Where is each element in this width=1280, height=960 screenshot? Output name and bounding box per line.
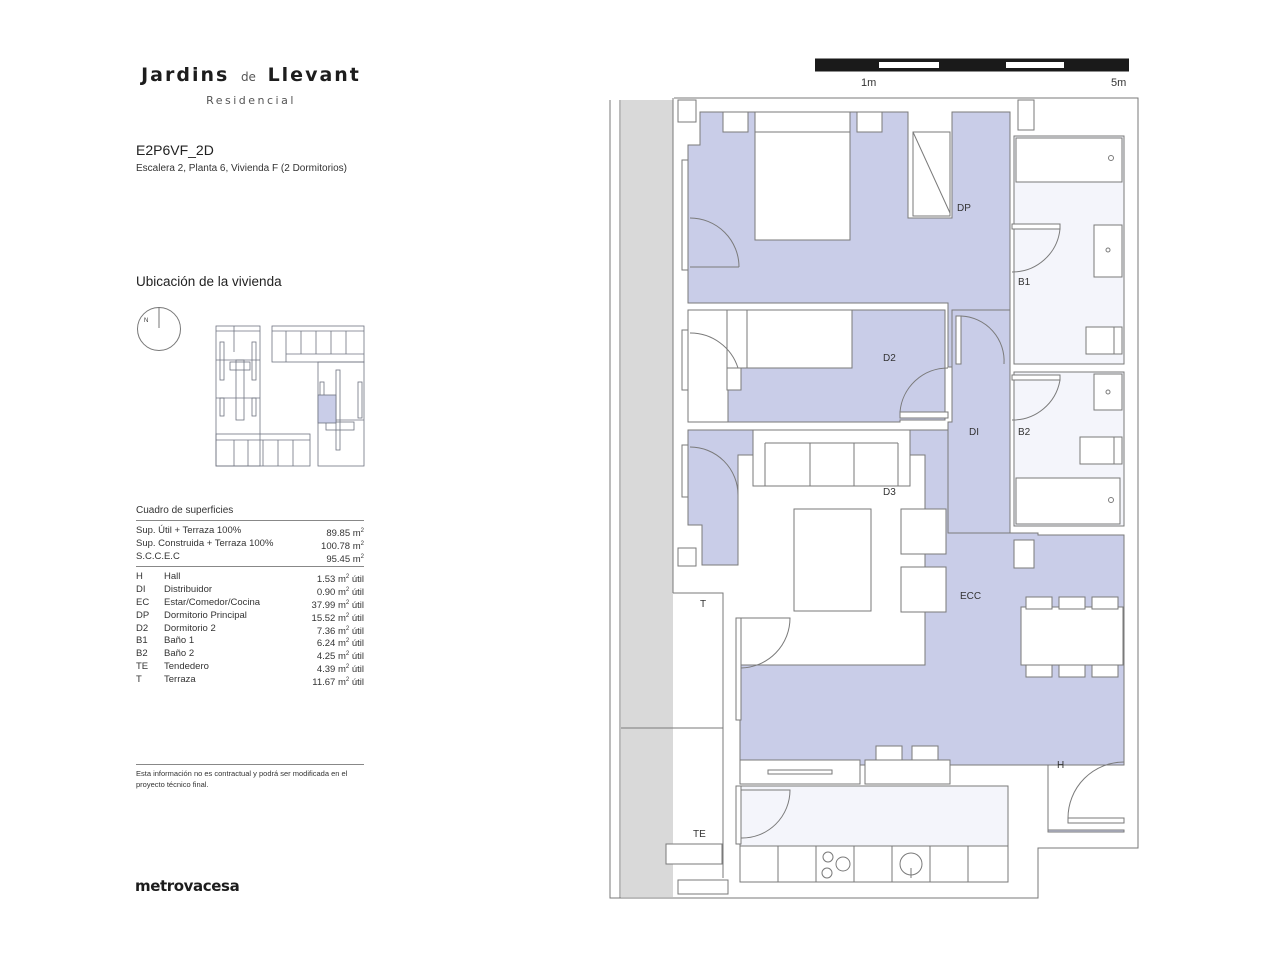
- total-row: Sup. Útil + Terraza 100% 89.85 m2: [136, 525, 364, 539]
- developer-logo: metrovacesa: [135, 877, 240, 895]
- brand-name: Jardins de Llevant: [136, 64, 366, 86]
- divider: [136, 566, 364, 568]
- scale-bar: [815, 58, 1129, 72]
- room-tendedero: [739, 785, 1009, 847]
- unit-code: E2P6VF_2D: [136, 142, 214, 158]
- label-ecc: ECC: [960, 591, 982, 602]
- compass-north-label: N: [144, 318, 148, 324]
- total-value: 95.45 m2: [326, 553, 364, 565]
- surface-table-title: Cuadro de superficies: [136, 505, 234, 516]
- total-label: Sup. Construida + Terraza 100%: [136, 537, 274, 549]
- label-t: T: [700, 599, 707, 610]
- scale-label-start: 1m: [861, 77, 877, 89]
- room-estar-comedor-cocina: [739, 429, 1125, 833]
- label-h: H: [1057, 760, 1065, 771]
- divider: [136, 520, 364, 521]
- compass-icon: N: [137, 307, 181, 351]
- location-title: Ubicación de la vivienda: [136, 274, 282, 289]
- brand-name-part1: Jardins: [141, 64, 230, 86]
- building-location-map: [215, 325, 365, 467]
- brand-name-part2: Llevant: [267, 64, 361, 86]
- label-te: TE: [693, 829, 706, 840]
- total-row: S.C.C.E.C 95.45 m2: [136, 550, 364, 565]
- disclaimer: Esta información no es contractual y pod…: [136, 769, 348, 789]
- room-d3-annex: [687, 429, 754, 566]
- total-label: S.C.C.E.C: [136, 550, 180, 562]
- label-b2: B2: [1018, 427, 1031, 438]
- surface-table: Cuadro de superficies Sup. Útil + Terraz…: [136, 505, 364, 688]
- total-label: Sup. Útil + Terraza 100%: [136, 525, 242, 536]
- brand-name-connector: de: [240, 70, 256, 84]
- total-row: Sup. Construida + Terraza 100% 100.78 m2: [136, 537, 364, 552]
- unit-description: Escalera 2, Planta 6, Vivienda F (2 Dorm…: [136, 163, 348, 174]
- label-b1: B1: [1018, 277, 1031, 288]
- terrace-area: [621, 100, 673, 897]
- label-di: DI: [969, 427, 979, 438]
- total-value: 89.85 m2: [326, 528, 364, 539]
- label-d3: D3: [883, 487, 896, 498]
- label-dp: DP: [957, 203, 971, 214]
- brand-subtitle: Residencial: [206, 94, 296, 107]
- brand-header: Jardins de Llevant Residencial: [136, 64, 366, 107]
- scale-label-end: 5m: [1111, 77, 1127, 89]
- divider: [136, 764, 364, 765]
- label-d2: D2: [883, 353, 896, 364]
- total-value: 100.78 m2: [321, 540, 364, 552]
- unit-highlight: [317, 394, 337, 424]
